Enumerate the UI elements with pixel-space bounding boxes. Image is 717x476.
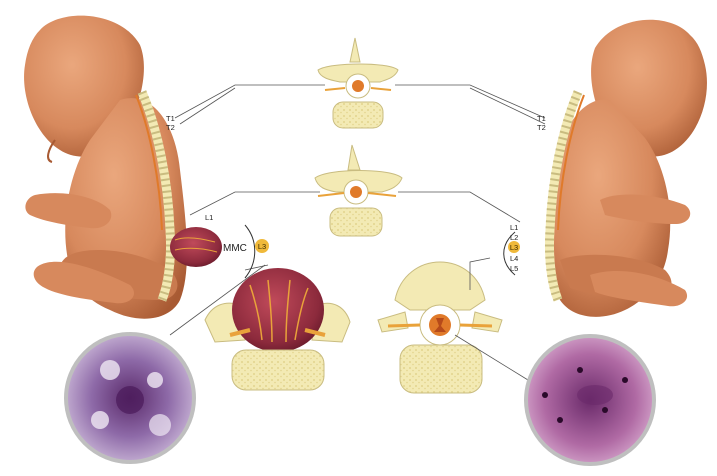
normal-lumbar-vertebra (378, 262, 502, 393)
left-mmc-sac (170, 227, 222, 267)
right-label-l4: L4 (510, 254, 518, 263)
right-label-l3: L3 (510, 243, 518, 252)
mmc-open-vertebra (205, 268, 350, 390)
right-label-l1: L1 (510, 223, 518, 232)
upper-lumbar-vertebra (315, 145, 402, 236)
left-label-l1: L1 (205, 213, 213, 222)
left-label-mmc: MMC (223, 243, 247, 254)
thoracic-vertebra (318, 38, 398, 128)
left-histology-micrograph (66, 334, 194, 462)
right-fetus-illustration (549, 20, 706, 317)
right-histology-micrograph (526, 336, 654, 464)
right-label-l5: L5 (510, 264, 518, 273)
right-label-t2: T2 (537, 123, 546, 132)
right-label-l2: L2 (510, 233, 518, 242)
left-label-t2: T2 (166, 123, 175, 132)
right-label-t1: T1 (537, 114, 546, 123)
left-fetus-illustration (24, 16, 222, 319)
left-label-l3: L3 (258, 242, 266, 251)
left-label-t1: T1 (166, 114, 175, 123)
